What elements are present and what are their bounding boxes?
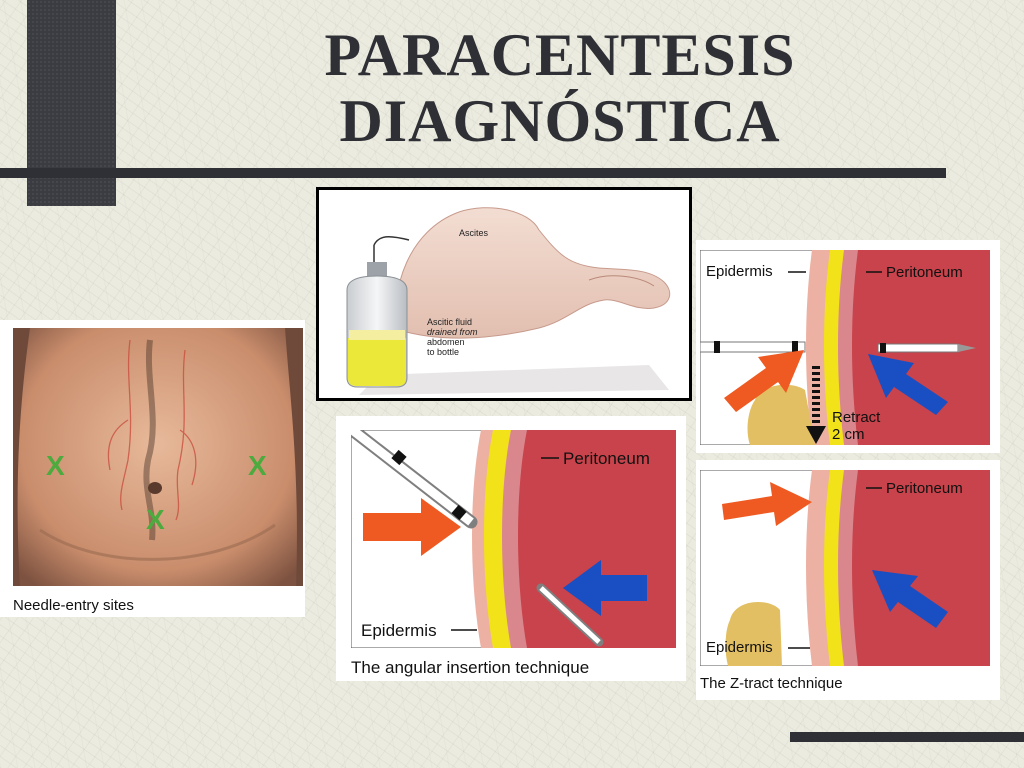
label-peritoneum: Peritoneum bbox=[886, 264, 963, 281]
label-peritoneum: Peritoneum bbox=[563, 449, 650, 468]
needle-entry bbox=[351, 430, 478, 529]
z-tract-figure: Peritoneum Epidermis The Z-tract techniq… bbox=[696, 460, 1000, 700]
label-ascites: Ascites bbox=[459, 228, 489, 238]
drain-tube bbox=[373, 235, 410, 246]
angular-insertion-figure: Peritoneum Epidermis The angular inserti… bbox=[336, 416, 686, 681]
blue-arrow-icon bbox=[563, 560, 647, 616]
angular-caption: The angular insertion technique bbox=[351, 658, 590, 677]
orange-arrow-icon bbox=[363, 498, 461, 556]
label-peritoneum: Peritoneum bbox=[886, 480, 963, 497]
title-line-1: PARACENTESIS bbox=[324, 22, 796, 88]
blue-arrow-icon bbox=[868, 354, 948, 415]
label-epidermis: Epidermis bbox=[706, 263, 773, 280]
table-shadow bbox=[359, 365, 669, 395]
collection-bottle bbox=[346, 262, 408, 388]
footer-divider bbox=[790, 732, 1024, 742]
drainage-illustration: Ascites Ascitic fluid drained from abdom… bbox=[316, 187, 692, 401]
linea-hair bbox=[143, 339, 156, 541]
needle-inside bbox=[536, 583, 604, 647]
label-retract-2: 2 cm bbox=[832, 426, 865, 443]
needle-entry-figure: X X X Needle-entry sites bbox=[0, 320, 305, 617]
finger bbox=[725, 601, 782, 666]
umbilicus bbox=[148, 482, 162, 494]
title-divider bbox=[0, 168, 946, 178]
z-tract-caption: The Z-tract technique bbox=[700, 675, 843, 692]
needle-left bbox=[700, 341, 806, 353]
label-epidermis: Epidermis bbox=[706, 639, 773, 656]
needle-entry-caption: Needle-entry sites bbox=[13, 597, 134, 614]
slide-title: PARACENTESIS DIAGNÓSTICA bbox=[210, 22, 910, 154]
abdomen bbox=[17, 328, 297, 586]
blue-arrow-icon bbox=[872, 570, 948, 628]
label-retract-1: Retract bbox=[832, 409, 881, 426]
retract-arrow-icon bbox=[806, 366, 826, 444]
dilated-veins bbox=[107, 339, 197, 521]
title-line-2: DIAGNÓSTICA bbox=[339, 88, 781, 154]
needle-right bbox=[877, 343, 976, 353]
patient-body bbox=[396, 207, 671, 339]
peritoneal-cavity bbox=[852, 470, 990, 666]
label-fluid-4: to bottle bbox=[427, 347, 459, 357]
label-fluid-3: abdomen bbox=[427, 337, 465, 347]
entry-site-right: X bbox=[248, 450, 267, 481]
entry-site-left: X bbox=[46, 450, 65, 481]
label-fluid-2: drained from bbox=[427, 327, 478, 337]
finger bbox=[747, 384, 815, 445]
orange-arrow-icon bbox=[724, 350, 804, 412]
orange-arrow-icon bbox=[722, 482, 812, 526]
label-epidermis: Epidermis bbox=[361, 621, 437, 640]
entry-site-lower: X bbox=[146, 504, 165, 535]
z-retract-figure: Retract 2 cm Epidermis Peritoneum bbox=[696, 240, 1000, 453]
label-fluid-1: Ascitic fluid bbox=[427, 317, 472, 327]
